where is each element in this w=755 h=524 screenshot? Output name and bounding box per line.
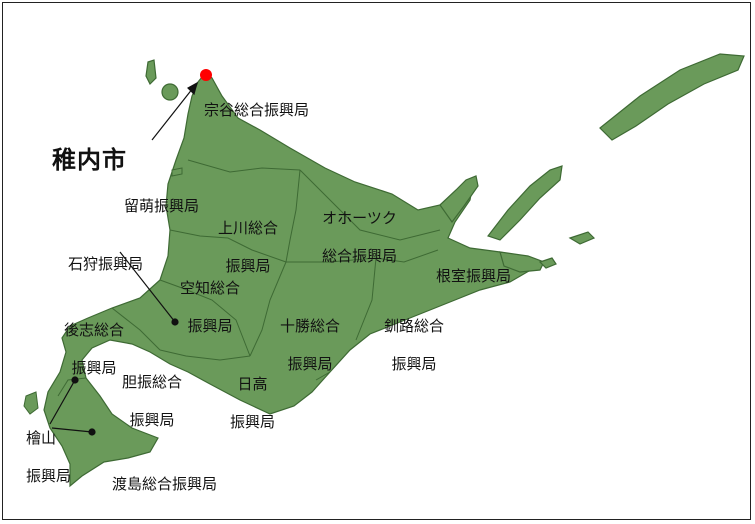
shiretoko-peninsula: [439, 175, 479, 224]
kunashiri-island: [487, 165, 563, 241]
okushiri-island: [23, 391, 39, 415]
soya-label: 宗谷総合振興局: [204, 101, 310, 119]
etorofu-island: [599, 53, 745, 141]
rishiri-island: [161, 83, 179, 101]
sorachi-label: 空知総合 振興局: [180, 279, 241, 335]
shikotan-island: [568, 231, 596, 245]
kushiro-label: 釧路総合 振興局: [384, 317, 445, 373]
rebun-island: [145, 59, 157, 86]
tokachi-label: 十勝総合 振興局: [280, 317, 341, 373]
rumoi-label: 留萌振興局: [124, 197, 200, 215]
nemuro-label: 根室振興局: [436, 267, 512, 285]
kamikawa-label: 上川総合 振興局: [218, 219, 279, 275]
iburi-label: 胆振総合 振興局: [122, 373, 183, 429]
teuri-island: [171, 167, 183, 177]
hiyama-label: 檜山 振興局: [26, 429, 72, 485]
oshima-label: 渡島総合振興局: [112, 475, 218, 493]
wakkanai-city-label: 稚内市: [52, 146, 127, 174]
hidaka-label: 日高 振興局: [230, 375, 276, 431]
nemuro-peninsula: [499, 251, 545, 273]
habomai-islands: [538, 257, 557, 269]
wakkanai-marker: [200, 69, 212, 81]
okhotsk-label: オホーツク 総合振興局: [322, 209, 398, 265]
ishikari-label: 石狩振興局: [68, 255, 144, 273]
boundary-lines: [57, 159, 441, 397]
leader-lines: [49, 81, 198, 436]
shiribeshi-label: 後志総合 振興局: [64, 321, 125, 377]
